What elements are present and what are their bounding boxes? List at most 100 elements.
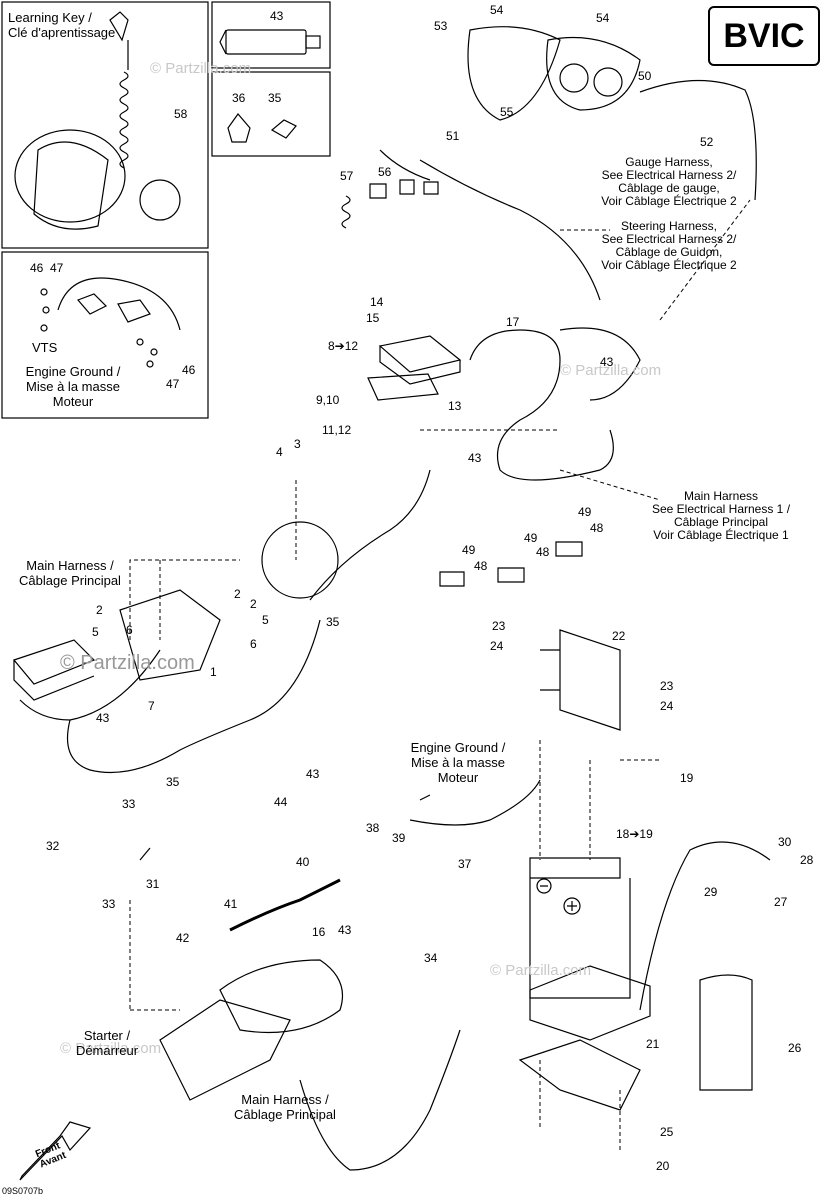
- starter-cable-40: [229, 878, 341, 932]
- engine-block: [159, 999, 291, 1101]
- grommet-inset-frame: [211, 71, 331, 157]
- fuse-holder: [119, 589, 221, 681]
- callout-44: 44: [274, 795, 288, 809]
- connector-parts: [369, 179, 439, 199]
- main-harness-note: Main Harness See Electrical Harness 1 / …: [651, 489, 791, 542]
- tray-support: [518, 1039, 641, 1111]
- callout-27: 27: [774, 895, 788, 909]
- callout-29: 29: [704, 885, 718, 899]
- callout-49: 49: [524, 531, 538, 545]
- battery-pad: [699, 974, 753, 1091]
- callout-46: 46: [182, 363, 196, 377]
- callout-16: 16: [312, 925, 326, 939]
- callout-6: 6: [250, 637, 257, 651]
- callout-57: 57: [340, 169, 354, 183]
- callout-52: 52: [700, 135, 714, 149]
- battery: [529, 857, 631, 999]
- main-harness-trunk: [309, 469, 431, 601]
- watermark: © Partzilla.com: [560, 362, 662, 379]
- callout-1: 1: [210, 665, 217, 679]
- callout-40: 40: [296, 855, 310, 869]
- learning-key-illustration: [14, 11, 181, 230]
- leader-lines: [129, 199, 751, 1150]
- figure-id: 09S0707b: [2, 1186, 44, 1196]
- callout-41: 41: [224, 897, 238, 911]
- main-harness-bottom-label: Main Harness / Câblage Principal: [234, 1092, 336, 1122]
- pointer-marks: [139, 794, 431, 861]
- callout-13: 13: [448, 399, 462, 413]
- callout-49: 49: [578, 505, 592, 519]
- callout-49: 49: [462, 543, 476, 557]
- callout-2: 2: [250, 597, 257, 611]
- callout-38: 38: [366, 821, 380, 835]
- engine-ground-inset-frame: [1, 251, 209, 419]
- control-module: [378, 335, 462, 385]
- callout-2: 2: [96, 603, 103, 617]
- callout-43: 43: [270, 9, 284, 23]
- callout-42: 42: [176, 931, 190, 945]
- callout-23: 23: [492, 619, 506, 633]
- ground-wire-left: [19, 649, 161, 721]
- callout-2: 2: [234, 587, 241, 601]
- callout-33: 33: [122, 797, 136, 811]
- callout-20: 20: [656, 1159, 670, 1173]
- callout-4: 4: [276, 445, 283, 459]
- callout-54: 54: [490, 3, 504, 17]
- callout-43: 43: [468, 451, 482, 465]
- callout-15: 15: [366, 311, 380, 325]
- callout-22: 22: [612, 629, 626, 643]
- starter-label: Starter / Démarreur: [75, 1028, 139, 1058]
- main-harness-wire: [469, 329, 614, 481]
- callout-47: 47: [166, 377, 180, 391]
- callout-55: 55: [500, 105, 514, 119]
- callout-6: 6: [126, 623, 133, 637]
- callout-43: 43: [96, 711, 110, 725]
- callout-43: 43: [338, 923, 352, 937]
- main-harness-branch: [559, 327, 641, 401]
- callout-28: 28: [800, 853, 814, 867]
- starter-cable: [299, 1029, 461, 1171]
- main-harness-loop: [66, 619, 321, 773]
- callout-8-12: 8➔12: [328, 339, 359, 353]
- callout-5: 5: [262, 613, 269, 627]
- callout-18-19: 18➔19: [616, 827, 653, 841]
- steering-harness-wire: [419, 159, 601, 301]
- callout-51: 51: [446, 129, 460, 143]
- grease-tube-illustration: [219, 29, 321, 55]
- callout-7: 7: [148, 699, 155, 713]
- callout-23: 23: [660, 679, 674, 693]
- relay-box: [12, 639, 96, 701]
- callout-54: 54: [596, 11, 610, 25]
- front-arrow: [19, 1121, 92, 1181]
- callout-50: 50: [638, 69, 652, 83]
- watermark: © Partzilla.com: [150, 60, 252, 77]
- callout-34: 34: [424, 951, 438, 965]
- grease-inset-frame: [211, 1, 331, 69]
- callout-53: 53: [434, 19, 448, 33]
- steering-harness-note: Steering Harness, See Electrical Harness…: [601, 219, 737, 272]
- callout-35: 35: [166, 775, 180, 789]
- callout-24: 24: [660, 699, 674, 713]
- engine-ground-detail: [40, 277, 181, 368]
- starter-motor: [219, 959, 344, 1034]
- battery-terminal-negative: [536, 878, 552, 894]
- steering-harness-branch: [379, 149, 431, 181]
- callout-48: 48: [536, 545, 550, 559]
- callout-3: 3: [294, 437, 301, 451]
- callout-43: 43: [600, 355, 614, 369]
- watermark: © Partzilla.com: [60, 1040, 162, 1057]
- callout-9-10: 9,10: [316, 393, 340, 407]
- callout-5: 5: [92, 625, 99, 639]
- callout-39: 39: [392, 831, 406, 845]
- gauge-harness-note: Gauge Harness, See Electrical Harness 2/…: [601, 155, 737, 208]
- model-badge: BVIC: [708, 6, 820, 66]
- watermark: © Partzilla.com: [490, 962, 592, 979]
- learning-key-inset-frame: [1, 1, 209, 249]
- coil-spring: [341, 195, 351, 229]
- callout-24: 24: [490, 639, 504, 653]
- module-plate: [367, 373, 439, 401]
- callout-48: 48: [590, 521, 604, 535]
- main-harness-left-label: Main Harness / Câblage Principal: [19, 558, 121, 588]
- callout-30: 30: [778, 835, 792, 849]
- callout-48: 48: [474, 559, 488, 573]
